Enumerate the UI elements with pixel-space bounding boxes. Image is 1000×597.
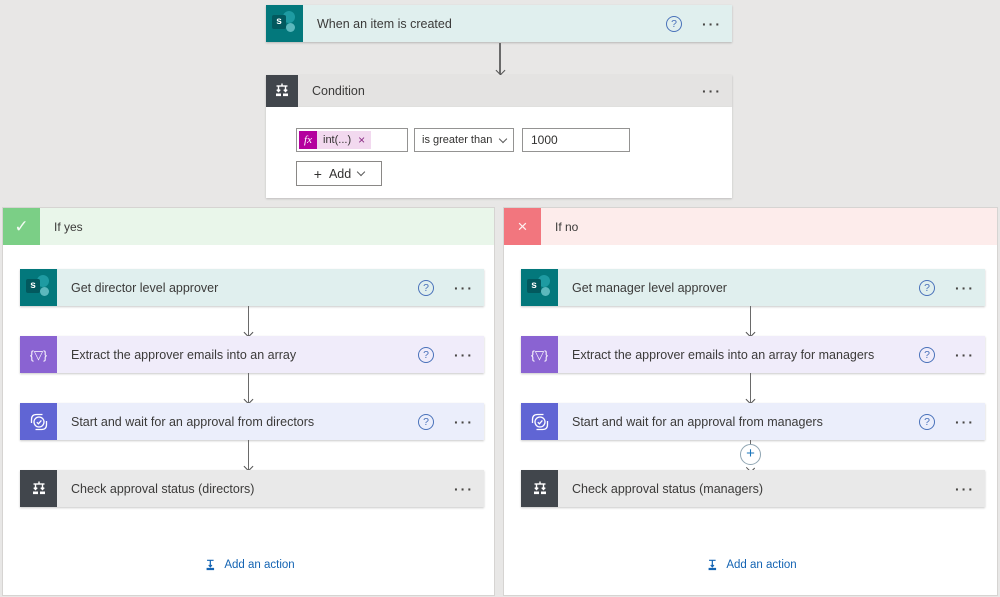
connector-arrow xyxy=(243,373,255,405)
help-icon[interactable]: ? xyxy=(919,346,935,363)
data-operation-icon: {▽} xyxy=(521,336,558,373)
more-menu-icon[interactable]: ··· xyxy=(454,279,474,296)
condition-value-input[interactable] xyxy=(522,128,630,152)
plus-icon: + xyxy=(313,165,322,182)
more-menu-icon[interactable]: ··· xyxy=(955,413,975,430)
add-action-icon xyxy=(708,559,716,571)
trigger-card-when-item-created[interactable]: s When an item is created ? ··· xyxy=(266,5,732,42)
more-menu-icon[interactable]: ··· xyxy=(955,346,975,363)
connector-arrow xyxy=(243,440,255,472)
help-icon[interactable]: ? xyxy=(418,413,434,430)
add-row-button[interactable]: + Add xyxy=(296,161,382,186)
insert-step-plus-button[interactable]: + xyxy=(740,444,761,465)
if-no-header[interactable]: × If no xyxy=(504,208,997,245)
data-operation-icon: {▽} xyxy=(20,336,57,373)
more-menu-icon[interactable]: ··· xyxy=(702,83,722,99)
more-menu-icon[interactable]: ··· xyxy=(454,413,474,430)
more-menu-icon[interactable]: ··· xyxy=(454,480,474,497)
approvals-icon xyxy=(20,403,57,440)
condition-icon xyxy=(20,470,57,507)
help-icon[interactable]: ? xyxy=(418,279,434,296)
condition-block: Condition ··· fx int(...) × is greater t… xyxy=(266,75,732,198)
action-card-check-status-directors[interactable]: Check approval status (directors) ··· xyxy=(20,470,484,507)
approvals-icon xyxy=(521,403,558,440)
condition-left-operand-input[interactable]: fx int(...) × xyxy=(296,128,408,152)
help-icon[interactable]: ? xyxy=(418,346,434,363)
trigger-title: When an item is created xyxy=(317,16,452,31)
sharepoint-icon: s xyxy=(521,269,558,306)
action-card-approval-directors[interactable]: Start and wait for an approval from dire… xyxy=(20,403,484,440)
help-icon[interactable]: ? xyxy=(919,279,935,296)
more-menu-icon[interactable]: ··· xyxy=(955,279,975,296)
condition-icon xyxy=(266,75,298,107)
action-card-get-manager-approver[interactable]: s Get manager level approver ? ··· xyxy=(521,269,985,306)
sharepoint-icon: s xyxy=(266,5,303,42)
if-yes-branch: ✓ If yes s Get director level approver ?… xyxy=(2,207,495,596)
more-menu-icon[interactable]: ··· xyxy=(702,15,722,32)
expression-token[interactable]: int(...) × xyxy=(317,131,372,149)
fx-icon: fx xyxy=(299,131,317,149)
action-card-approval-managers[interactable]: Start and wait for an approval from mana… xyxy=(521,403,985,440)
if-no-branch: × If no s Get manager level approver ? ·… xyxy=(503,207,998,596)
help-icon[interactable]: ? xyxy=(919,413,935,430)
connector-arrow xyxy=(494,43,506,76)
remove-token-icon[interactable]: × xyxy=(358,133,366,147)
condition-operator-dropdown[interactable]: is greater than xyxy=(414,128,514,152)
connector-arrow xyxy=(243,306,255,338)
help-icon[interactable]: ? xyxy=(666,15,682,32)
add-an-action-link[interactable]: Add an action xyxy=(704,557,797,573)
if-yes-header[interactable]: ✓ If yes xyxy=(3,208,494,245)
action-card-get-director-approver[interactable]: s Get director level approver ? ··· xyxy=(20,269,484,306)
chevron-down-icon xyxy=(356,167,366,177)
sharepoint-icon: s xyxy=(20,269,57,306)
action-card-extract-emails[interactable]: {▽} Extract the approver emails into an … xyxy=(20,336,484,373)
check-icon: ✓ xyxy=(3,208,40,245)
more-menu-icon[interactable]: ··· xyxy=(955,480,975,497)
connector-arrow xyxy=(745,306,757,338)
condition-header[interactable]: Condition ··· xyxy=(266,75,732,107)
condition-icon xyxy=(521,470,558,507)
condition-title: Condition xyxy=(312,84,365,98)
action-card-check-status-managers[interactable]: Check approval status (managers) ··· xyxy=(521,470,985,507)
more-menu-icon[interactable]: ··· xyxy=(454,346,474,363)
add-an-action-link[interactable]: Add an action xyxy=(202,557,295,573)
add-action-icon xyxy=(206,559,214,571)
connector-with-insert: + xyxy=(740,440,762,473)
connector-arrow xyxy=(745,373,757,405)
cross-icon: × xyxy=(504,208,541,245)
action-card-extract-emails-managers[interactable]: {▽} Extract the approver emails into an … xyxy=(521,336,985,373)
chevron-down-icon xyxy=(498,134,508,143)
condition-body: fx int(...) × is greater than + Add xyxy=(266,107,732,198)
